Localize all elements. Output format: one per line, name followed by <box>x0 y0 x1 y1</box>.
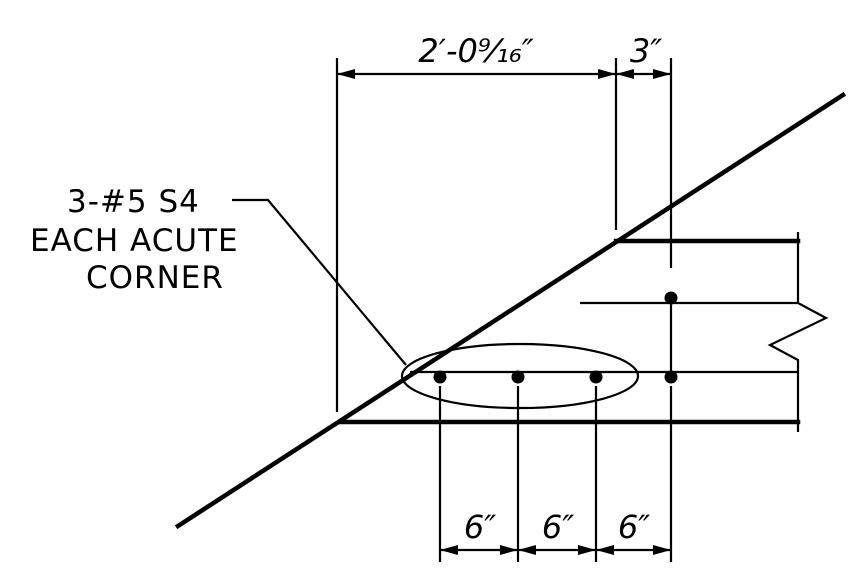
callout-line-1: 3-#5 S4 <box>67 184 200 220</box>
arrowhead <box>616 69 634 79</box>
dimension-spacing-3-text: 6″ <box>618 508 650 546</box>
arrowhead <box>578 545 596 555</box>
rebar-dot <box>664 370 678 384</box>
arrowhead <box>500 545 518 555</box>
dimension-spacing-1-text: 6″ <box>464 508 496 546</box>
callout-line-3: CORNER <box>86 260 224 296</box>
dimension-overall-text: 2′-0⁹⁄₁₆″ <box>418 32 533 70</box>
rebar-dot <box>664 291 678 305</box>
rebar-dot <box>433 370 447 384</box>
break-line <box>767 232 829 432</box>
arrowhead <box>518 545 536 555</box>
arrowhead <box>653 69 671 79</box>
rebar-dot <box>589 370 603 384</box>
rebar-dot <box>511 370 525 384</box>
arrowhead <box>337 69 355 79</box>
arrowhead <box>596 545 614 555</box>
callout-line-2: EACH ACUTE <box>30 223 239 259</box>
arrowhead <box>440 545 458 555</box>
dimension-spacing-2-text: 6″ <box>542 508 574 546</box>
dimension-cover-text: 3″ <box>630 32 662 70</box>
callout-leader <box>232 198 407 366</box>
arrowhead <box>598 69 616 79</box>
arrowhead <box>653 545 671 555</box>
acute-corner-ellipse <box>400 342 640 410</box>
skewed-slab-edge <box>174 91 847 530</box>
